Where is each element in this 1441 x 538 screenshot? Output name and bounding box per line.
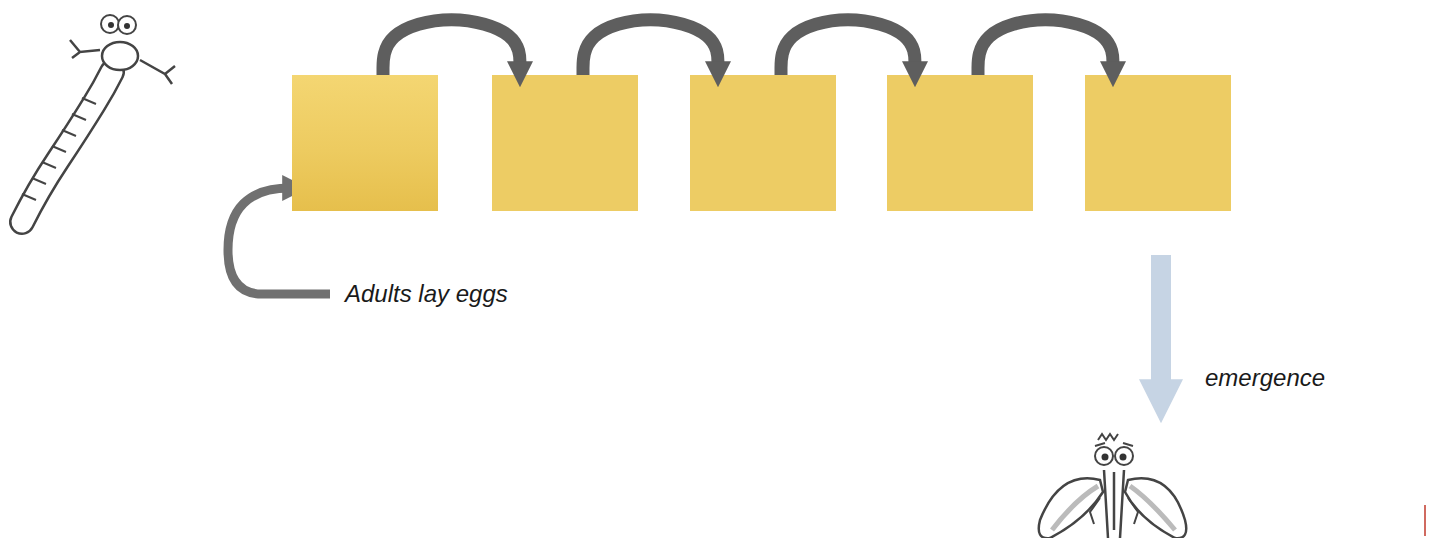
page-mark — [1424, 505, 1426, 536]
larva-head — [102, 42, 138, 70]
mosquito-body — [1104, 470, 1124, 538]
stage-arch-arrow — [383, 20, 520, 75]
stage-arch-arrow — [781, 20, 915, 75]
annotation-label: emergence — [1205, 364, 1325, 392]
mosquito-pupil — [1120, 454, 1127, 461]
stage-box — [1085, 75, 1231, 211]
mosquito-brows — [1095, 434, 1133, 446]
mosquito-eye — [1095, 447, 1113, 465]
mosquito-wing — [1039, 478, 1103, 538]
stage-box — [492, 75, 638, 211]
larva-feelers — [70, 40, 175, 84]
larva-body — [22, 72, 112, 222]
mosquito-legs — [1090, 498, 1138, 524]
larva-pupil — [124, 23, 130, 29]
stage-arch-arrow — [978, 20, 1113, 75]
emergence-arrow — [1151, 255, 1171, 388]
annotation-label: Adults lay eggs — [345, 280, 508, 308]
larva-hairs — [22, 98, 96, 200]
mosquito-wing — [1125, 478, 1186, 538]
stage-box — [887, 75, 1033, 211]
stage-box — [292, 75, 438, 211]
larva-eye — [118, 16, 136, 34]
mosquito-eye — [1115, 447, 1133, 465]
stage-box — [690, 75, 836, 211]
mosquito-wing-shade — [1052, 486, 1175, 530]
mosquito-drawing — [1039, 434, 1187, 538]
larva-eye — [101, 15, 119, 33]
larva-body-outline — [22, 72, 112, 222]
stage-arch-arrow — [583, 20, 718, 75]
larva-pupil — [108, 22, 114, 28]
mosquito-pupil — [1102, 454, 1109, 461]
larva-drawing — [22, 15, 175, 222]
